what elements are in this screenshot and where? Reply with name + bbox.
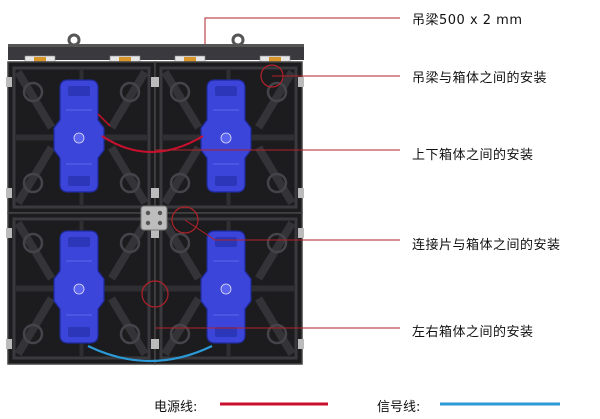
power-cable-legend: 电源线:	[154, 400, 198, 415]
callout-beam-cabinet: 吊梁与箱体之间的安装	[412, 71, 548, 86]
power-module	[200, 79, 252, 193]
power-module	[200, 230, 252, 344]
callout-beam: 吊梁500 x 2 mm	[412, 13, 523, 28]
power-module	[53, 230, 105, 344]
power-cable-upper	[97, 113, 111, 127]
hanging-beam	[8, 33, 304, 65]
cabinet-top-left	[6, 61, 157, 214]
cabinet-bottom-left	[6, 212, 157, 365]
power-module	[53, 79, 105, 193]
cabinet-bottom-right	[153, 212, 304, 365]
callout-top-bottom: 上下箱体之间的安装	[412, 148, 534, 163]
power-cable	[101, 135, 204, 153]
connector-plate	[140, 205, 168, 231]
highlight-markers	[141, 64, 284, 308]
leader-beam	[204, 17, 400, 44]
callout-connector-cabinet: 连接片与箱体之间的安装	[412, 238, 561, 253]
cabinet-top-right	[153, 61, 304, 214]
leader-lines	[155, 17, 400, 329]
leader-connector	[184, 219, 400, 241]
callout-left-right: 左右箱体之间的安装	[412, 325, 534, 340]
signal-cable-legend: 信号线:	[377, 400, 421, 415]
signal-cable	[87, 345, 213, 363]
